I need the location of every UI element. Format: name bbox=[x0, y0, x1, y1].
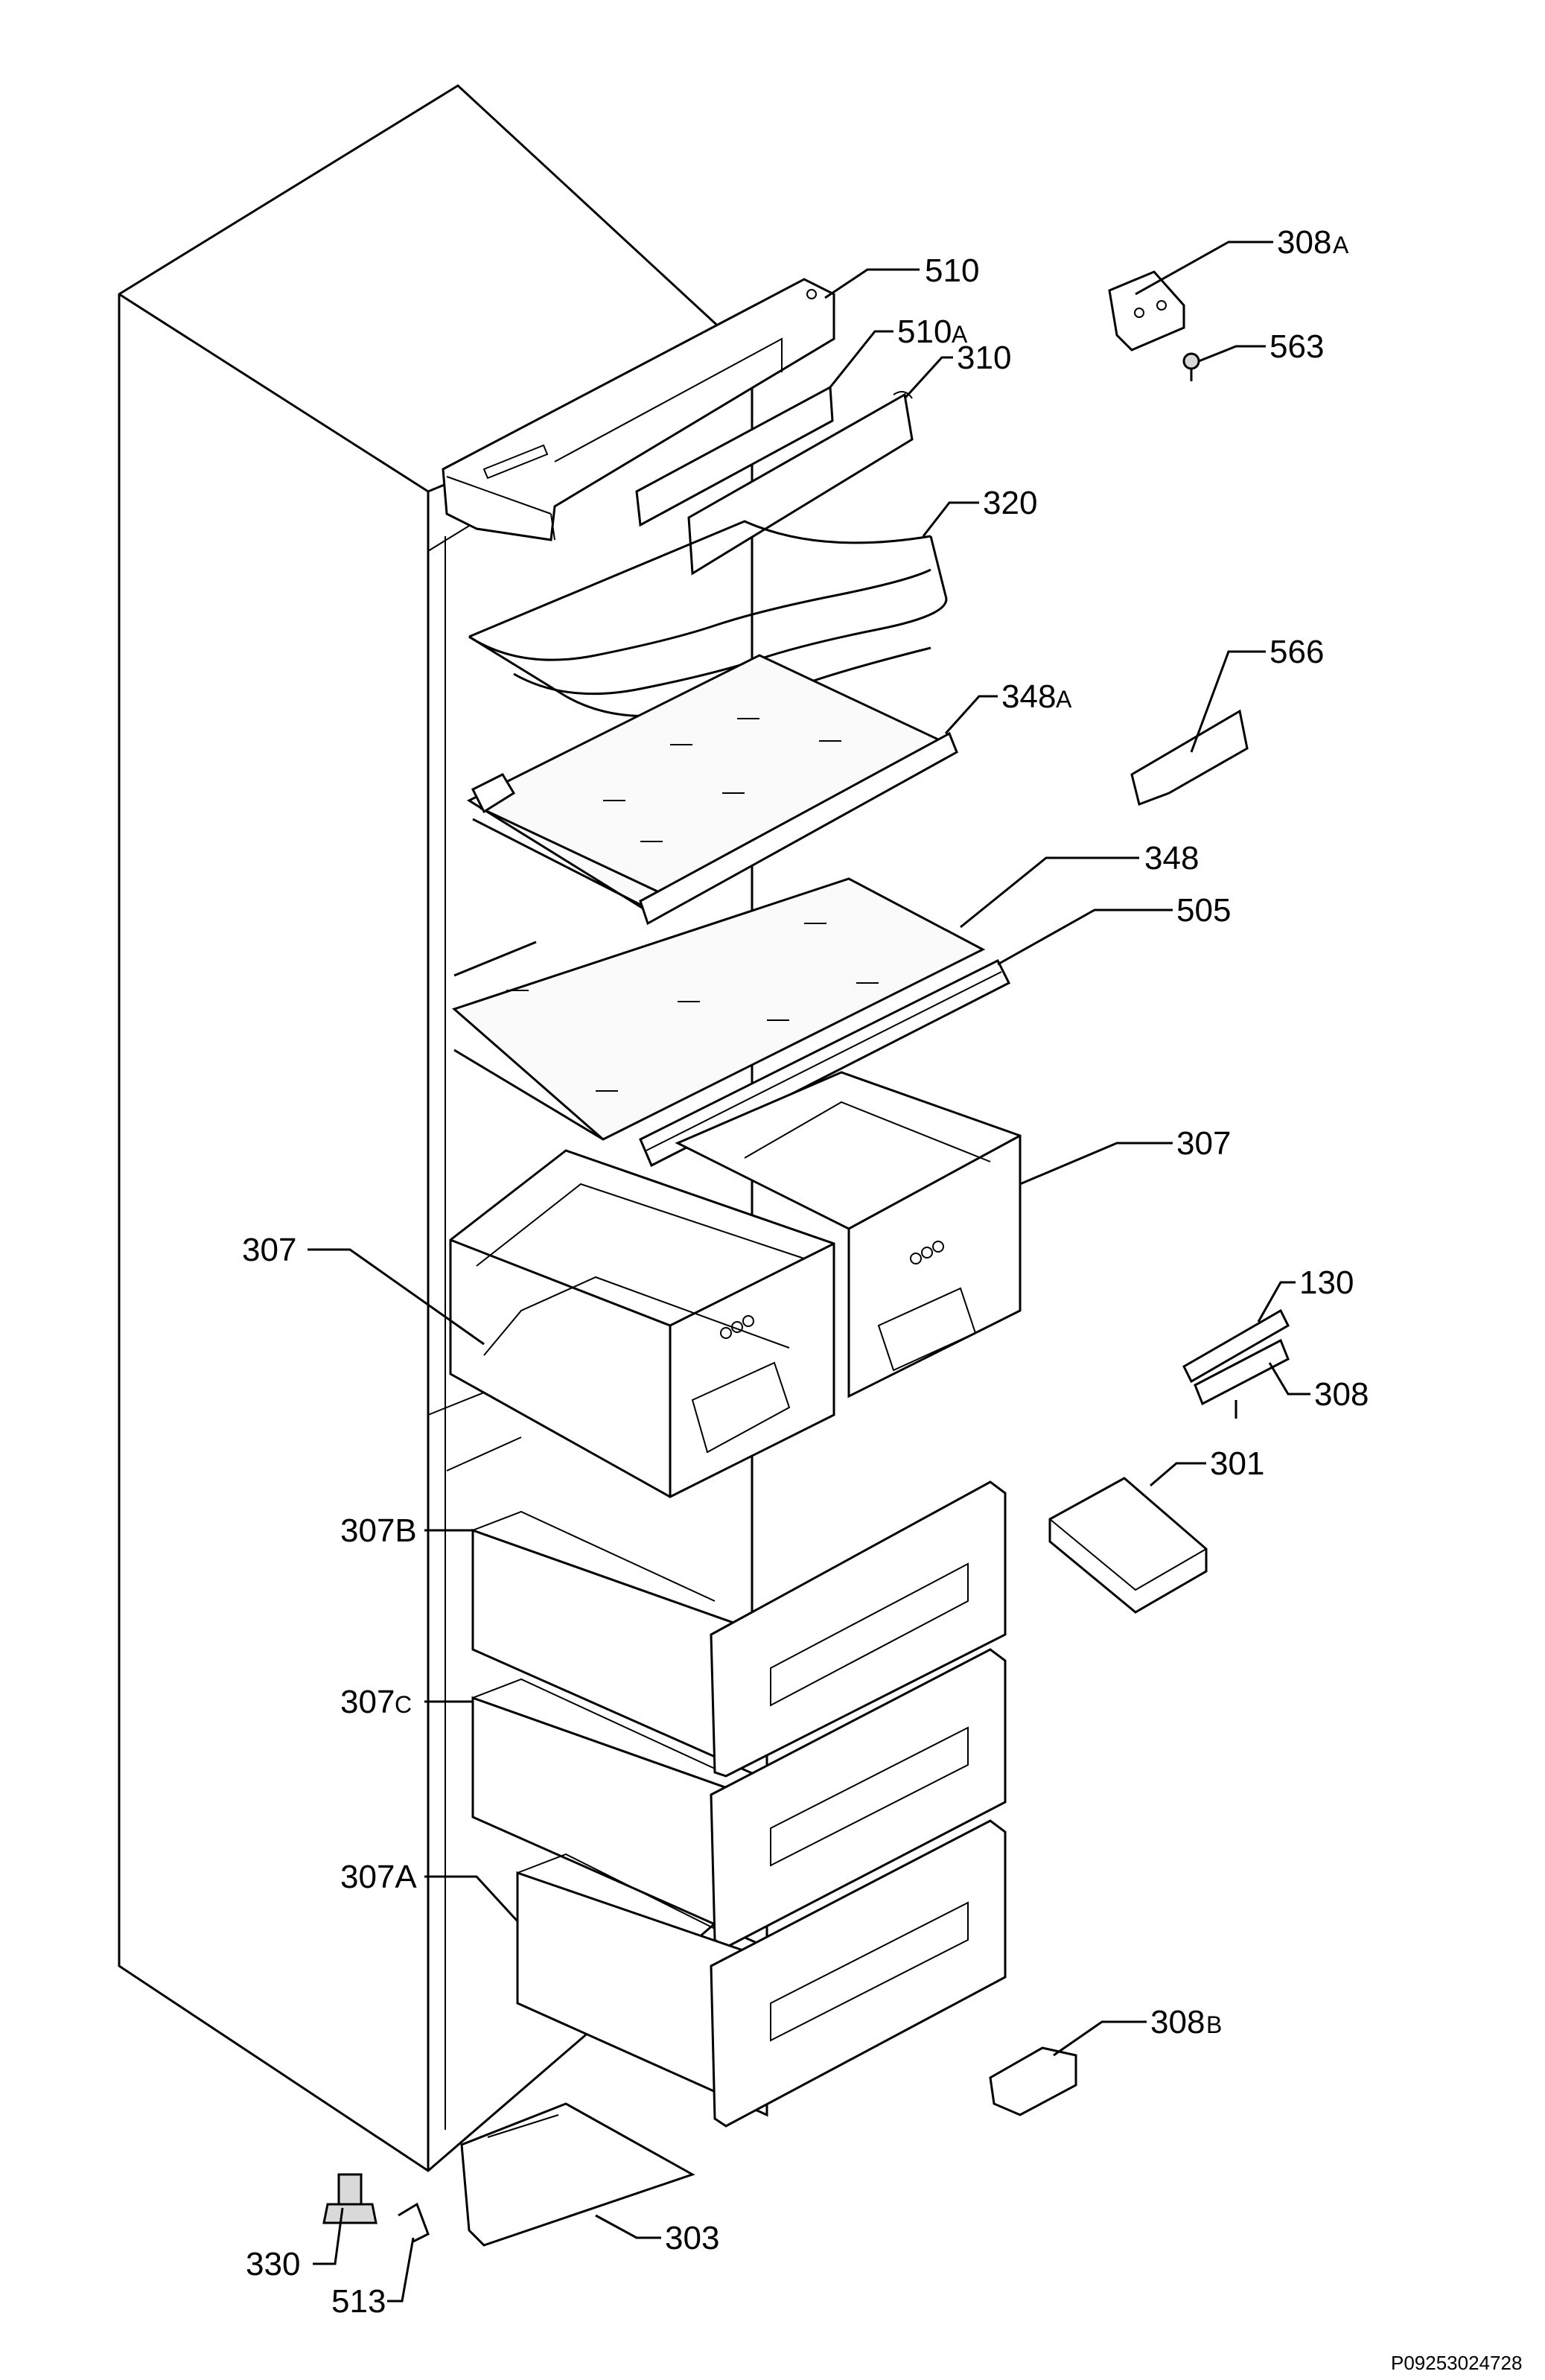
label-505: 505 bbox=[1176, 892, 1231, 929]
part-510a-strip bbox=[635, 385, 834, 527]
label-308: 308 bbox=[1314, 1376, 1369, 1413]
part-348-glass-shelf bbox=[452, 877, 986, 1141]
part-513-clip bbox=[398, 2202, 430, 2243]
label-308b: 308 bbox=[1150, 2004, 1205, 2040]
label-308a: 308 bbox=[1277, 224, 1331, 261]
label-301: 301 bbox=[1210, 1445, 1264, 1482]
label-310: 310 bbox=[957, 340, 1011, 376]
label-307-right: 307 bbox=[1176, 1125, 1231, 1162]
part-348a-glass-shelf bbox=[466, 654, 958, 926]
label-513: 513 bbox=[331, 2283, 386, 2320]
label-308b-suffix: B bbox=[1206, 2011, 1222, 2038]
label-308a-suffix: A bbox=[1333, 232, 1349, 258]
label-307c: 307 bbox=[340, 1684, 395, 1720]
label-307-left: 307 bbox=[242, 1232, 296, 1268]
label-510a-suffix: A bbox=[952, 321, 968, 348]
part-505-trim bbox=[639, 958, 1011, 1168]
label-330: 330 bbox=[246, 2246, 300, 2282]
leader-lines bbox=[308, 241, 1310, 2303]
part-303-plinth bbox=[460, 2102, 695, 2247]
part-510-control-panel bbox=[442, 278, 835, 541]
part-307-right-box bbox=[675, 1071, 1022, 1399]
part-310-handle bbox=[687, 391, 914, 576]
part-330-adjustable-foot bbox=[322, 2173, 378, 2224]
label-307b: 307B bbox=[340, 1512, 417, 1549]
part-307-left-box bbox=[449, 1149, 835, 1498]
part-566-bracket bbox=[1130, 709, 1249, 806]
label-563: 563 bbox=[1270, 328, 1324, 365]
part-307b-drawer bbox=[471, 1480, 1007, 1782]
part-labels: 510 510 A 310 320 348 A 348 505 307 307 … bbox=[242, 224, 1522, 2374]
label-348a: 348 bbox=[1001, 678, 1056, 715]
label-130: 130 bbox=[1299, 1264, 1354, 1301]
drawing-code: P09253024728 bbox=[1391, 2352, 1522, 2374]
part-301-ice-tray bbox=[1048, 1477, 1208, 1614]
label-303: 303 bbox=[665, 2220, 719, 2256]
part-308-hinge bbox=[1194, 1338, 1290, 1419]
label-566: 566 bbox=[1270, 634, 1324, 670]
label-510: 510 bbox=[925, 252, 979, 289]
label-510a: 510 bbox=[897, 314, 952, 350]
label-320: 320 bbox=[983, 485, 1037, 521]
part-130-hinge-plate bbox=[1182, 1308, 1290, 1384]
label-307a: 307A bbox=[340, 1859, 417, 1895]
part-307a-drawer bbox=[516, 1819, 1007, 2128]
label-348a-suffix: A bbox=[1056, 686, 1072, 713]
label-348: 348 bbox=[1144, 840, 1199, 876]
part-308a-hinge-bracket bbox=[1108, 270, 1185, 351]
part-308b-lower-hinge bbox=[989, 2046, 1077, 2116]
label-307c-suffix: C bbox=[395, 1691, 412, 1718]
part-563-screw bbox=[1182, 352, 1200, 381]
